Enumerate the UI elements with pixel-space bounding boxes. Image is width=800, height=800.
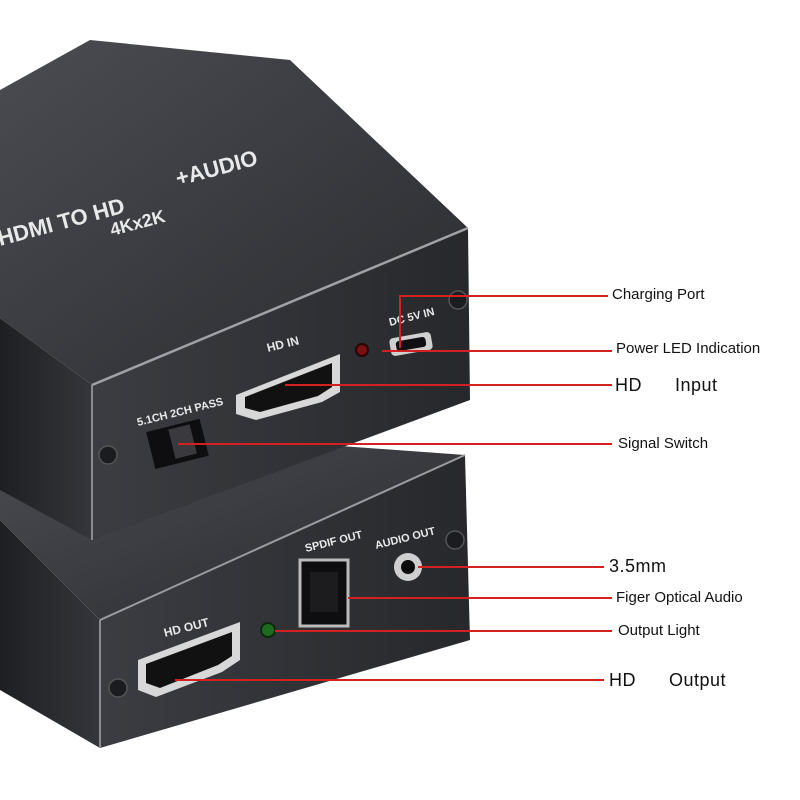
- screw-icon: [98, 445, 118, 465]
- top-unit-top: [0, 40, 468, 385]
- output-led-icon: [260, 622, 276, 638]
- power-led-label: Power LED Indication: [616, 340, 761, 357]
- signal-switch-label: Signal Switch: [618, 435, 709, 452]
- optical-audio-label: Figer Optical Audio: [616, 589, 743, 606]
- charging-port-leader: [399, 295, 608, 348]
- audio-35mm-label: 3.5mm: [609, 556, 667, 576]
- screw-icon: [445, 530, 465, 550]
- hd-input-label: HD Input: [615, 375, 718, 395]
- power-led-icon: [355, 343, 369, 357]
- charging-port-label: Charging Port: [612, 286, 705, 303]
- hd-output-label: HD Output: [609, 670, 727, 690]
- callout-lines: [175, 295, 612, 681]
- bottom-unit-side: [0, 520, 100, 748]
- top-unit-side: [0, 318, 92, 540]
- output-light-label: Output Light: [618, 622, 700, 639]
- screw-icon: [108, 678, 128, 698]
- top-unit: HDMI TO HD +AUDIO 4Kx2K HD IN DC 5V IN 5…: [0, 40, 470, 540]
- screw-icon: [448, 290, 468, 310]
